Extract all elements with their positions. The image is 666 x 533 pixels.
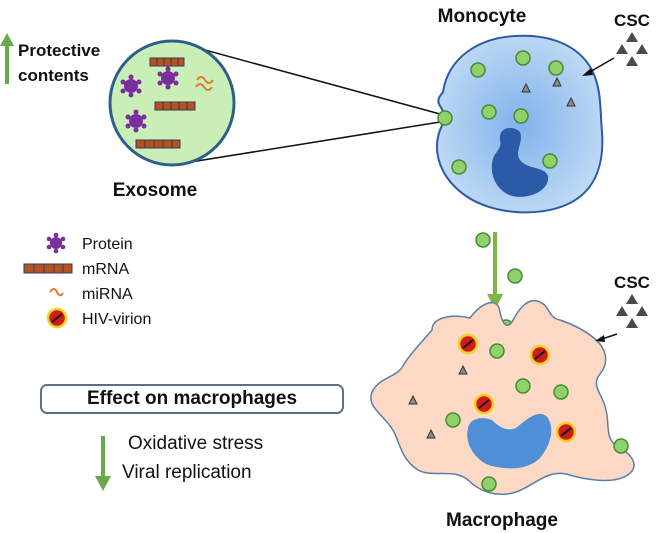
- down-arrow-shaft: [101, 436, 105, 478]
- effect-line-viral-replication: Viral replication: [122, 462, 252, 483]
- legend-label-protein: Protein: [82, 236, 133, 253]
- mrna-strand: [135, 139, 181, 149]
- protein: [125, 109, 147, 133]
- macrophage-label: Macrophage: [446, 510, 558, 531]
- csc-bottom-pointer: [601, 333, 618, 340]
- effect-title-box: Effect on macrophages: [40, 384, 344, 414]
- protein: [120, 74, 142, 98]
- macrophage-nucleus: [467, 413, 552, 469]
- transfer-arrow-shaft: [493, 232, 497, 294]
- decrease-arrow-icon: [95, 476, 111, 491]
- up-arrow-icon: [0, 33, 14, 46]
- protein: [157, 66, 179, 90]
- csc-cluster-icon: [616, 294, 648, 328]
- vesicle: [437, 50, 564, 175]
- exosome-label: Exosome: [113, 180, 197, 201]
- protective-contents: Protective contents: [0, 33, 100, 85]
- mrna-strand: [149, 57, 185, 67]
- zoom-line-bottom: [171, 121, 441, 166]
- pointer-arrowhead-icon: [582, 68, 593, 76]
- hiv-virion-icon: [46, 307, 68, 329]
- down-arrow-icon: [487, 294, 503, 310]
- pointer-arrowhead-icon: [595, 335, 605, 342]
- protective-heading-line1: Protective: [18, 41, 100, 60]
- effect-line-oxidative-stress: Oxidative stress: [128, 433, 263, 454]
- hiv-virion: [457, 333, 577, 443]
- csc-particle: [521, 76, 576, 107]
- mirna-icon: [49, 288, 64, 297]
- monocyte-nucleus: [491, 127, 549, 197]
- monocyte-label: Monocyte: [438, 6, 527, 27]
- protein-icon: [46, 232, 66, 254]
- up-arrow-shaft: [5, 44, 9, 84]
- zoom-line-top: [171, 40, 441, 115]
- vesicle: [445, 343, 629, 492]
- legend-label-mrna: mRNA: [82, 261, 129, 278]
- effect-title: Effect on macrophages: [86, 388, 298, 409]
- legend: Protein mRNA miRNA HIV-virion: [23, 232, 151, 329]
- mrna-icon: [23, 263, 73, 274]
- mrna-strand: [154, 101, 196, 111]
- csc-cluster-icon: [616, 32, 648, 66]
- protective-heading-line2: contents: [18, 66, 89, 85]
- csc-top-pointer: [587, 57, 615, 74]
- mirna: [195, 76, 214, 91]
- csc-particle: [408, 364, 468, 439]
- exosome: [108, 39, 236, 167]
- csc-top-label: CSC: [614, 11, 650, 30]
- csc-bottom-label: CSC: [614, 273, 650, 292]
- legend-label-mirna: miRNA: [82, 286, 133, 303]
- legend-label-hiv-virion: HIV-virion: [82, 311, 151, 328]
